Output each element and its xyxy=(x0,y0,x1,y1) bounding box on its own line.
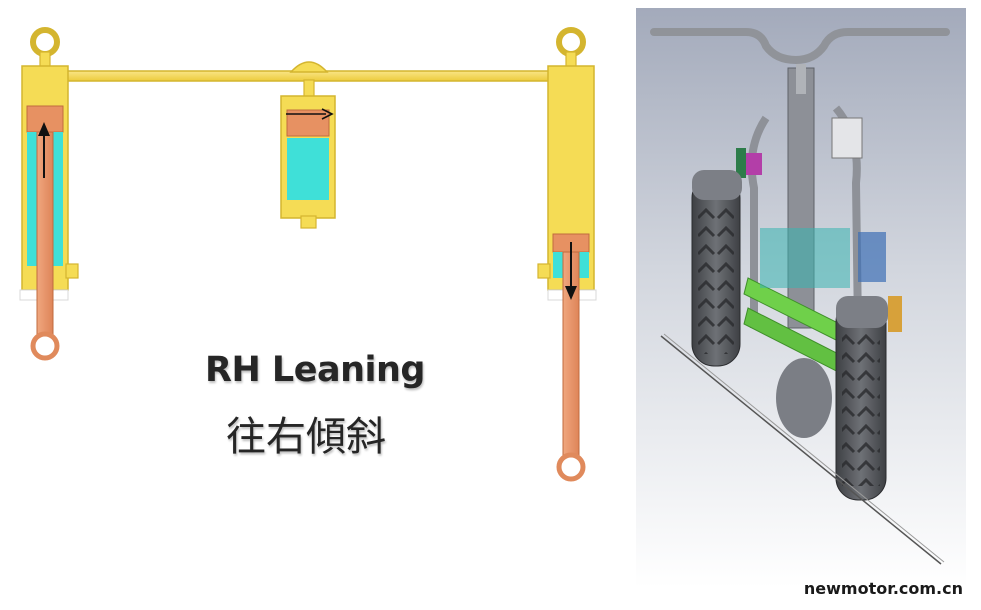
caption-chinese: 往右傾斜 xyxy=(226,414,386,460)
caption-english: RH Leaning xyxy=(205,350,425,390)
right-cylinder xyxy=(537,27,597,482)
connecting-pipe xyxy=(61,61,559,101)
trike-render-image xyxy=(636,8,966,588)
arrow-up-icon xyxy=(38,122,50,178)
arrow-right-icon xyxy=(286,108,334,120)
arrow-down-icon xyxy=(565,242,577,300)
watermark-text: newmotor.com.cn xyxy=(803,579,963,598)
hydraulic-leaning-diagram xyxy=(19,27,597,482)
